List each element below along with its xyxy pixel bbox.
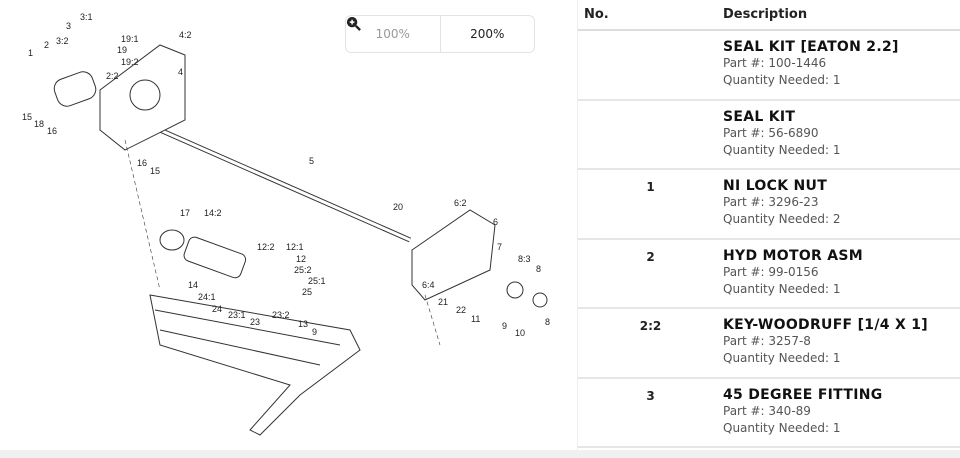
part-number-callout bbox=[578, 101, 723, 169]
part-number-callout bbox=[578, 31, 723, 99]
callout-label[interactable]: 3:1 bbox=[80, 12, 93, 22]
part-title[interactable]: HYD MOTOR ASM bbox=[723, 247, 864, 264]
callout-label[interactable]: 14:2 bbox=[204, 208, 222, 218]
callout-label[interactable]: 5 bbox=[309, 156, 314, 166]
callout-label[interactable]: 19 bbox=[117, 45, 127, 55]
callout-label[interactable]: 8 bbox=[536, 264, 541, 274]
table-header: No. Description bbox=[578, 0, 960, 31]
callout-label[interactable]: 13 bbox=[298, 319, 308, 329]
zoom-100-label: 100% bbox=[375, 27, 410, 41]
quantity-needed: Quantity Needed: 1 bbox=[723, 281, 841, 296]
callout-label[interactable]: 8:3 bbox=[518, 254, 531, 264]
callout-label[interactable]: 9 bbox=[312, 327, 317, 337]
callout-label[interactable]: 3:2 bbox=[56, 36, 69, 46]
callout-label[interactable]: 21 bbox=[438, 297, 448, 307]
divider bbox=[556, 0, 578, 458]
callout-label[interactable]: 25:2 bbox=[294, 265, 312, 275]
zoom-in-icon bbox=[346, 16, 361, 31]
part-number: Part #: 340-89 bbox=[723, 403, 811, 418]
table-row[interactable]: 3 45 DEGREE FITTING Part #: 340-89 Quant… bbox=[578, 379, 960, 448]
parts-table: No. Description SEAL KIT [EATON 2.2] Par… bbox=[578, 0, 960, 448]
table-row[interactable]: 1 NI LOCK NUT Part #: 3296-23 Quantity N… bbox=[578, 170, 960, 240]
part-description: SEAL KIT [EATON 2.2] Part #: 100-1446 Qu… bbox=[723, 31, 899, 99]
callout-label[interactable]: 23:2 bbox=[272, 310, 290, 320]
part-description: HYD MOTOR ASM Part #: 99-0156 Quantity N… bbox=[723, 240, 863, 308]
callout-label[interactable]: 8 bbox=[545, 317, 550, 327]
quantity-needed: Quantity Needed: 2 bbox=[723, 212, 841, 226]
zoom-200-label: 200% bbox=[470, 27, 505, 41]
part-number: Part #: 56-6890 bbox=[723, 125, 819, 140]
part-number-callout: 2:2 bbox=[639, 319, 662, 333]
part-number: Part #: 99-0156 bbox=[723, 264, 819, 279]
part-title[interactable]: SEAL KIT bbox=[723, 108, 796, 125]
callout-label[interactable]: 4 bbox=[178, 67, 183, 77]
header-description: Description bbox=[723, 7, 808, 22]
callout-label[interactable]: 19:1 bbox=[121, 34, 139, 44]
callout-label[interactable]: 1 bbox=[28, 48, 33, 58]
horizontal-scrollbar[interactable] bbox=[0, 450, 960, 458]
callout-label[interactable]: 4:2 bbox=[179, 30, 192, 40]
zoom-controls: 100% 200% bbox=[345, 15, 535, 53]
part-number: Part #: 3296-23 bbox=[723, 195, 819, 209]
quantity-needed: Quantity Needed: 1 bbox=[723, 73, 841, 87]
callout-label[interactable]: 16 bbox=[47, 126, 57, 136]
callout-label[interactable]: 24:1 bbox=[198, 292, 216, 302]
callout-label[interactable]: 19:2 bbox=[121, 57, 139, 67]
callout-label[interactable]: 20 bbox=[393, 202, 403, 212]
callout-label[interactable]: 17 bbox=[180, 208, 190, 218]
callout-label[interactable]: 6 bbox=[493, 217, 498, 227]
part-description: 45 DEGREE FITTING Part #: 340-89 Quantit… bbox=[723, 379, 883, 447]
callout-label[interactable]: 15 bbox=[22, 112, 32, 122]
quantity-needed: Quantity Needed: 1 bbox=[723, 420, 841, 435]
callout-label[interactable]: 22 bbox=[456, 305, 466, 315]
part-number-callout: 3 bbox=[646, 388, 655, 403]
callout-label[interactable]: 24 bbox=[212, 304, 222, 314]
callout-label[interactable]: 12:2 bbox=[257, 242, 275, 252]
part-number: Part #: 3257-8 bbox=[723, 334, 811, 348]
callout-label[interactable]: 6:2 bbox=[454, 198, 467, 208]
callout-label[interactable]: 25:1 bbox=[308, 276, 326, 286]
callout-label[interactable]: 12 bbox=[296, 254, 306, 264]
callout-label[interactable]: 15 bbox=[150, 166, 160, 176]
part-title[interactable]: SEAL KIT [EATON 2.2] bbox=[723, 39, 899, 55]
callout-label[interactable]: 6:4 bbox=[422, 280, 435, 290]
table-row[interactable]: SEAL KIT [EATON 2.2] Part #: 100-1446 Qu… bbox=[578, 31, 960, 101]
part-number-callout: 2 bbox=[646, 249, 655, 264]
header-no: No. bbox=[584, 7, 609, 22]
quantity-needed: Quantity Needed: 1 bbox=[723, 142, 841, 157]
part-title[interactable]: NI LOCK NUT bbox=[723, 178, 828, 194]
part-description: NI LOCK NUT Part #: 3296-23 Quantity Nee… bbox=[723, 170, 841, 238]
callout-label[interactable]: 23 bbox=[250, 317, 260, 327]
table-row[interactable]: SEAL KIT Part #: 56-6890 Quantity Needed… bbox=[578, 101, 960, 170]
part-title[interactable]: 45 DEGREE FITTING bbox=[723, 386, 883, 403]
zoom-200-button[interactable]: 200% bbox=[346, 16, 535, 52]
callout-label[interactable]: 2:2 bbox=[106, 71, 119, 81]
callout-label[interactable]: 25 bbox=[302, 287, 312, 297]
callout-label[interactable]: 11 bbox=[471, 314, 480, 324]
part-title[interactable]: KEY-WOODRUFF [1/4 X 1] bbox=[723, 317, 928, 333]
callout-label[interactable]: 16 bbox=[137, 158, 147, 168]
table-row[interactable]: 2:2 KEY-WOODRUFF [1/4 X 1] Part #: 3257-… bbox=[578, 309, 960, 379]
part-description: KEY-WOODRUFF [1/4 X 1] Part #: 3257-8 Qu… bbox=[723, 309, 928, 377]
part-number: Part #: 100-1446 bbox=[723, 56, 827, 70]
quantity-needed: Quantity Needed: 1 bbox=[723, 351, 841, 365]
callout-label[interactable]: 14 bbox=[188, 280, 198, 290]
part-description: SEAL KIT Part #: 56-6890 Quantity Needed… bbox=[723, 101, 841, 169]
callout-label[interactable]: 2 bbox=[44, 40, 49, 50]
table-row[interactable]: 2 HYD MOTOR ASM Part #: 99-0156 Quantity… bbox=[578, 240, 960, 309]
callout-label[interactable]: 18 bbox=[34, 119, 44, 129]
callout-label[interactable]: 9 bbox=[502, 321, 507, 331]
callout-label[interactable]: 12:1 bbox=[286, 242, 304, 252]
part-number-callout: 1 bbox=[646, 180, 655, 194]
callout-label[interactable]: 3 bbox=[66, 21, 71, 31]
callout-label[interactable]: 23:1 bbox=[228, 310, 246, 320]
callout-label[interactable]: 7 bbox=[497, 242, 502, 252]
callout-label[interactable]: 10 bbox=[515, 328, 525, 338]
